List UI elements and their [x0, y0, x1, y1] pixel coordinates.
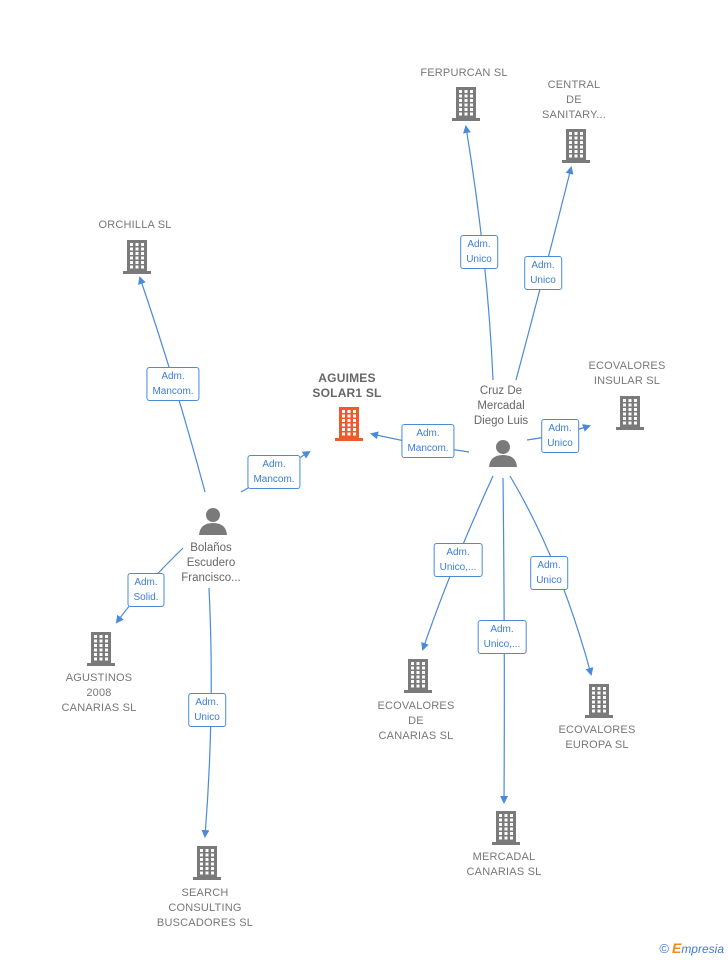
building-icon[interactable] [121, 238, 153, 279]
relation-label-cruz-to-ecov_europa[interactable]: Adm. Unico [530, 556, 568, 590]
person-label-line: Cruz De [479, 385, 523, 397]
company-label-line: DE [566, 94, 582, 106]
company-label-orchilla[interactable]: ORCHILLA SL [98, 218, 171, 233]
building-icon[interactable] [85, 630, 117, 671]
person-label-line: Bolaños [190, 542, 232, 554]
person-icon[interactable] [488, 438, 518, 473]
relation-label-line: Adm. [537, 560, 561, 571]
relation-label-line: Solid. [133, 592, 159, 603]
relation-label-cruz-to-ferpurcan[interactable]: Adm. Unico [460, 235, 498, 269]
company-label-line: ECOVALORES [377, 700, 455, 712]
relation-label-bolanos-to-aguimes[interactable]: Adm. Mancom. [247, 455, 301, 489]
relation-label-cruz-to-mercadal[interactable]: Adm. Unico,... [477, 620, 527, 654]
company-label-line: MERCADAL [472, 851, 536, 863]
building-icon[interactable] [490, 809, 522, 850]
company-label-line: 2008 [86, 687, 112, 699]
person-label-line: Mercadal [477, 400, 525, 412]
relation-label-line: Adm. [531, 260, 555, 271]
relation-label-line: Adm. [548, 423, 572, 434]
company-label-search[interactable]: SEARCH CONSULTING BUSCADORES SL [157, 886, 253, 931]
company-label-line: CENTRAL [547, 79, 601, 91]
company-label-line: EUROPA SL [565, 739, 629, 751]
person-label-line: Escudero [186, 557, 236, 569]
relation-label-cruz-to-ecov_canarias[interactable]: Adm. Unico,... [433, 543, 483, 577]
company-label-line: SEARCH [181, 887, 229, 899]
relation-label-bolanos-to-search[interactable]: Adm. Unico [188, 693, 226, 727]
relation-label-line: Unico,... [483, 639, 521, 650]
company-label-line: CONSULTING [168, 902, 242, 914]
relation-label-line: Unico [547, 438, 573, 449]
company-label-line: INSULAR SL [593, 375, 661, 387]
relation-label-line: Adm. [416, 428, 440, 439]
company-label-line: SOLAR1 SL [312, 386, 382, 400]
company-label-mercadal[interactable]: MERCADAL CANARIAS SL [467, 850, 542, 880]
relation-label-line: Unico [536, 575, 562, 586]
relation-label-line: Adm. [490, 624, 514, 635]
company-label-line: AGUSTINOS [65, 672, 133, 684]
company-label-line: CANARIAS SL [61, 702, 137, 714]
relation-label-line: Unico [194, 712, 220, 723]
person-icon[interactable] [198, 506, 228, 541]
building-icon[interactable] [402, 657, 434, 698]
company-label-central[interactable]: CENTRAL DE SANITARY... [542, 78, 606, 123]
building-icon[interactable] [191, 844, 223, 885]
building-icon[interactable] [614, 394, 646, 435]
company-label-line: FERPURCAN SL [420, 67, 508, 79]
brand-name: mpresia [681, 942, 724, 956]
person-label-line: Diego Luis [473, 415, 529, 427]
relation-label-line: Unico [530, 275, 556, 286]
company-label-ecov_canarias[interactable]: ECOVALORES DE CANARIAS SL [378, 699, 455, 744]
company-label-line: CANARIAS SL [378, 730, 454, 742]
company-label-ecov_europa[interactable]: ECOVALORES EUROPA SL [559, 723, 636, 753]
company-label-line: CANARIAS SL [466, 866, 542, 878]
company-label-line: DE [408, 715, 424, 727]
building-icon[interactable] [450, 85, 482, 126]
building-icon[interactable] [333, 405, 365, 446]
company-label-line: SANITARY... [542, 109, 606, 121]
relation-label-cruz-to-ecov_insular[interactable]: Adm. Unico [541, 419, 579, 453]
company-label-line: BUSCADORES SL [156, 917, 254, 929]
relation-label-line: Adm. [262, 459, 286, 470]
relation-label-line: Unico,... [439, 562, 477, 573]
brand-initial: E [671, 940, 682, 956]
relation-label-line: Mancom. [407, 443, 449, 454]
building-icon[interactable] [583, 682, 615, 723]
building-icon[interactable] [560, 127, 592, 168]
relation-label-line: Adm. [161, 371, 185, 382]
company-label-ferpurcan[interactable]: FERPURCAN SL [420, 66, 507, 81]
relation-label-line: Adm. [134, 577, 158, 588]
copyright-symbol: © [659, 941, 669, 956]
relation-label-line: Mancom. [253, 474, 295, 485]
company-label-ecov_insular[interactable]: ECOVALORES INSULAR SL [589, 359, 666, 389]
company-label-line: AGUIMES [318, 371, 376, 385]
person-label-line: Francisco... [181, 572, 241, 584]
relation-label-cruz-to-central[interactable]: Adm. Unico [524, 256, 562, 290]
relation-label-line: Adm. [446, 547, 470, 558]
relation-label-line: Unico [466, 254, 492, 265]
relation-label-bolanos-to-orchilla[interactable]: Adm. Mancom. [146, 367, 200, 401]
company-label-line: ORCHILLA SL [98, 219, 172, 231]
relation-label-line: Adm. [195, 697, 219, 708]
brand-watermark: ©Empresia [659, 940, 724, 956]
relation-label-bolanos-to-agustinos[interactable]: Adm. Solid. [127, 573, 165, 607]
relation-label-cruz-to-aguimes[interactable]: Adm. Mancom. [401, 424, 455, 458]
relation-label-line: Mancom. [152, 386, 194, 397]
company-label-line: ECOVALORES [588, 360, 666, 372]
relation-label-line: Adm. [467, 239, 491, 250]
company-label-line: ECOVALORES [558, 724, 636, 736]
